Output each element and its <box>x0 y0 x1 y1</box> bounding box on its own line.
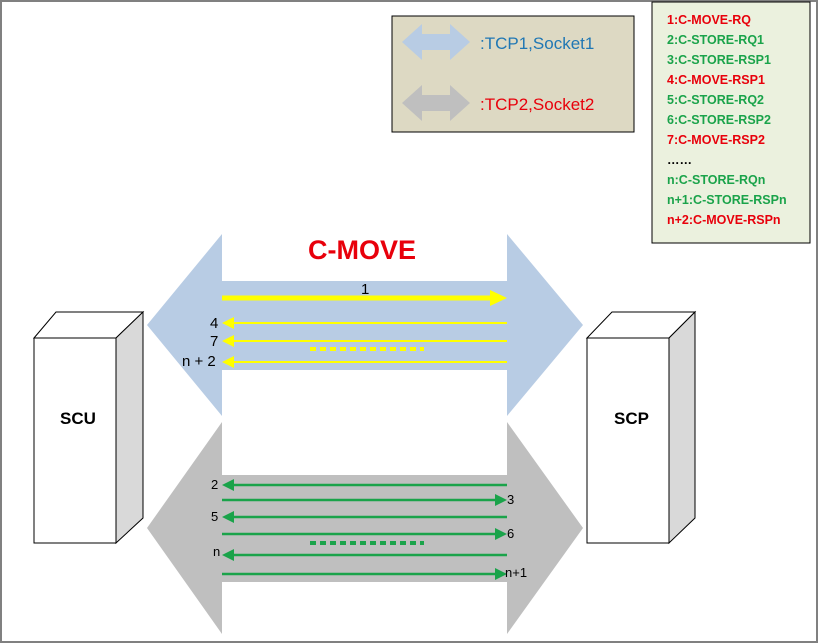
message-arrow-label: 3 <box>507 492 514 507</box>
scu-side-face <box>115 310 144 545</box>
arrow-head-icon <box>222 479 234 491</box>
diagram-title: C-MOVE <box>308 235 416 265</box>
arrow-head-icon <box>495 568 507 580</box>
arrow-head-icon <box>222 549 234 561</box>
tcp1-legend-label: :TCP1,Socket1 <box>480 34 594 53</box>
message-arrow-label: 5 <box>211 509 218 524</box>
message-arrow-label: n + 2 <box>182 353 216 370</box>
message-list: 1:C-MOVE-RQ 2:C-STORE-RQ1 3:C-STORE-RSP1… <box>651 1 811 244</box>
message-arrow-label: 6 <box>507 526 514 541</box>
message-item: 3:C-STORE-RSP1 <box>667 53 771 67</box>
message-item: n:C-STORE-RQn <box>667 173 765 187</box>
message-item: …… <box>667 153 692 167</box>
message-arrow-label: n+1 <box>505 565 527 580</box>
scu-node: SCU <box>32 310 145 545</box>
arrow-head-icon <box>222 356 234 368</box>
scp-front-face <box>586 337 670 544</box>
arrow-head-icon <box>490 290 507 306</box>
arrow-head-icon <box>495 494 507 506</box>
scp-label: SCP <box>614 409 649 428</box>
tcp2-legend-arrow-icon <box>402 85 470 121</box>
tcp1-connection-arrow <box>147 234 583 416</box>
message-item: n+2:C-MOVE-RSPn <box>667 213 781 227</box>
tcp2-message-arrows: 2 3 5 6 n n+1 <box>211 477 527 580</box>
message-arrow-label: 7 <box>210 333 218 350</box>
message-item: 6:C-STORE-RSP2 <box>667 113 771 127</box>
arrow-head-icon <box>495 528 507 540</box>
message-item: 4:C-MOVE-RSP1 <box>667 73 765 87</box>
message-item: 2:C-STORE-RQ1 <box>667 33 764 47</box>
message-arrow-label: 2 <box>211 477 218 492</box>
tcp2-legend-label: :TCP2,Socket2 <box>480 95 594 114</box>
scp-side-face <box>668 310 696 545</box>
arrow-head-icon <box>222 511 234 523</box>
scu-front-face <box>33 337 117 544</box>
connection-legend: :TCP1,Socket1 :TCP2,Socket2 <box>391 15 635 133</box>
arrow-head-icon <box>222 335 234 347</box>
message-item: n+1:C-STORE-RSPn <box>667 193 787 207</box>
tcp2-connection-arrow <box>147 422 583 634</box>
tcp1-legend-arrow-icon <box>402 24 470 60</box>
message-arrow-label: n <box>213 544 220 559</box>
message-item: 1:C-MOVE-RQ <box>667 13 751 27</box>
message-arrow-label: 4 <box>210 315 218 332</box>
tcp1-message-arrows: 1 4 7 n + 2 <box>182 281 507 370</box>
message-item: 7:C-MOVE-RSP2 <box>667 133 765 147</box>
message-list-background <box>651 1 811 244</box>
message-item: 5:C-STORE-RQ2 <box>667 93 764 107</box>
message-arrow-label: 1 <box>361 281 369 298</box>
scu-label: SCU <box>60 409 96 428</box>
arrow-head-icon <box>222 317 234 329</box>
scp-node: SCP <box>585 310 697 545</box>
